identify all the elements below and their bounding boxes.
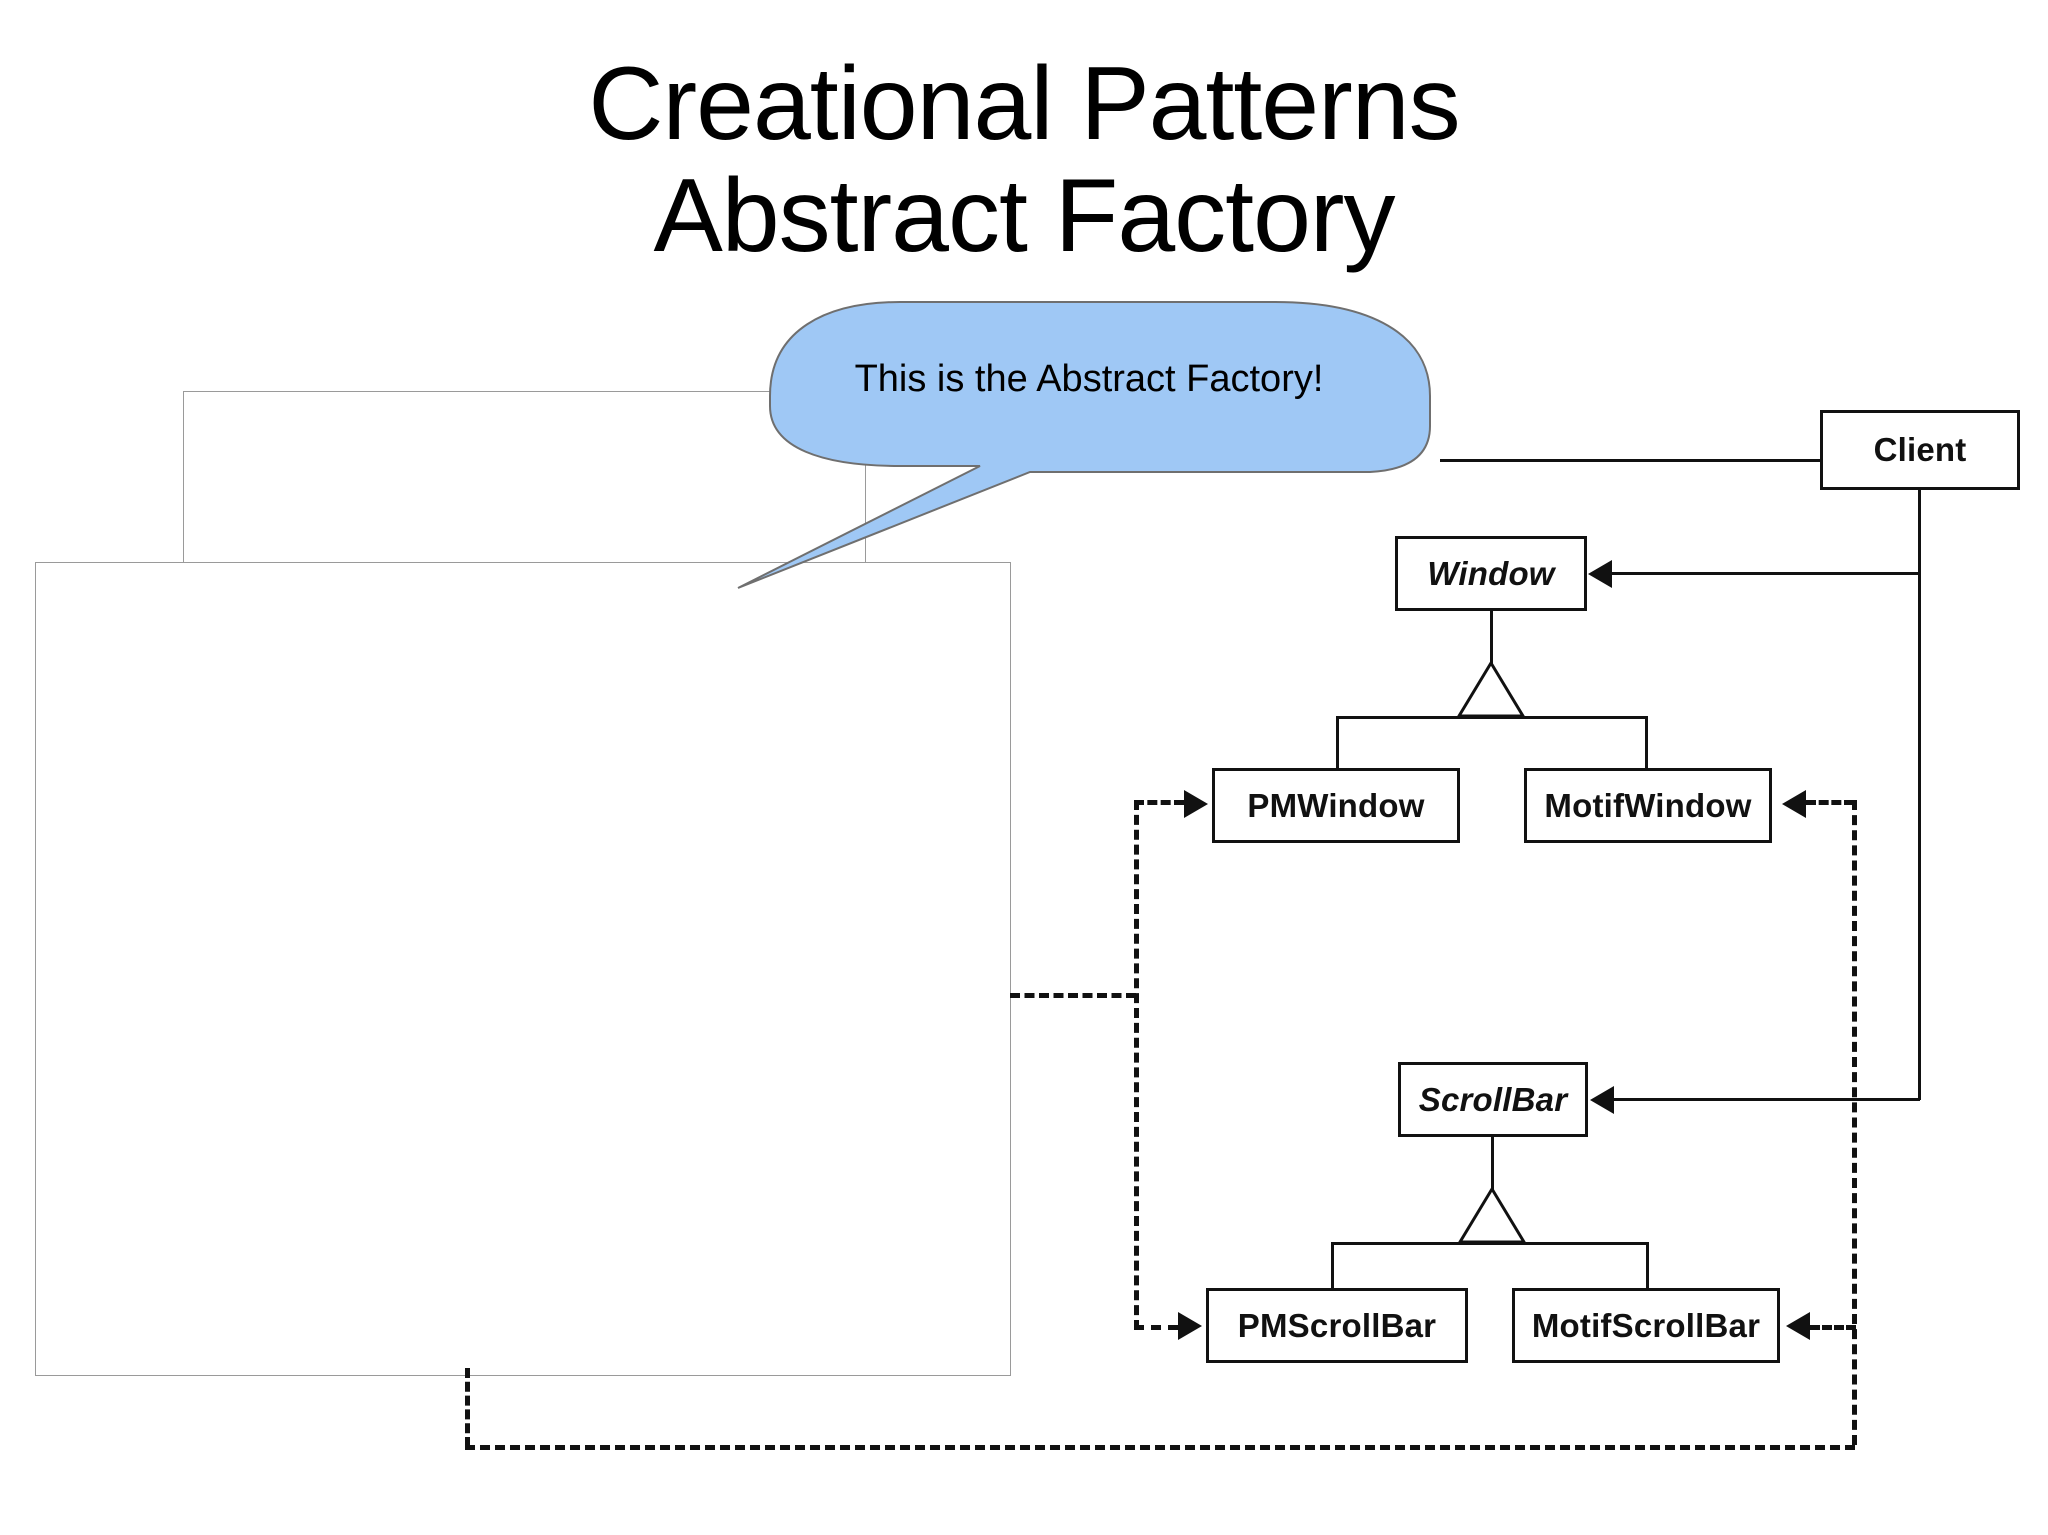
client-vertical-connector — [1918, 489, 1921, 1100]
client-scrollbar-association — [1614, 1098, 1920, 1101]
callout-bubble[interactable]: This is the Abstract Factory! — [730, 296, 1470, 626]
window-generalization-triangle — [1455, 660, 1527, 719]
pmwindow-dependency-arrowhead — [1184, 790, 1208, 818]
client-left-connector — [1440, 459, 1822, 462]
pm-factory-to-pmscrollbar-dashed — [1134, 1325, 1178, 1330]
scrollbar-generalization-triangle — [1456, 1186, 1528, 1245]
uml-class-label: Client — [1873, 431, 1967, 468]
title-line-1: Creational Patterns — [588, 46, 1460, 162]
scrollbar-association-arrowhead — [1590, 1086, 1614, 1114]
pmwindow-riser — [1336, 716, 1339, 771]
bottom-dashed-left-riser — [465, 1368, 470, 1447]
scrollbar-generalization-stem — [1491, 1137, 1494, 1193]
uml-class-window[interactable]: Window — [1395, 536, 1587, 611]
uml-class-pmscrollbar[interactable]: PMScrollBar — [1206, 1288, 1468, 1363]
pm-factory-dashed-vertical — [1134, 800, 1139, 1330]
bottom-dashed-return-path — [465, 1445, 1855, 1450]
content-placeholder-bottom[interactable] — [35, 562, 1011, 1376]
uml-class-label: PMScrollBar — [1237, 1306, 1437, 1344]
motifscrollbar-riser — [1646, 1242, 1649, 1290]
uml-class-label: MotifWindow — [1544, 786, 1752, 824]
callout-bubble-text: This is the Abstract Factory! — [854, 358, 1324, 400]
uml-class-client[interactable]: Client — [1820, 410, 2020, 490]
motif-factory-dashed-vertical — [1852, 800, 1857, 1445]
page-title: Creational Patterns Abstract Factory — [0, 48, 2048, 273]
uml-class-scrollbar[interactable]: ScrollBar — [1398, 1062, 1588, 1137]
uml-class-motifscrollbar[interactable]: MotifScrollBar — [1512, 1288, 1780, 1363]
pmscrollbar-dependency-arrowhead — [1178, 1312, 1202, 1340]
pm-factory-to-pmwindow-dashed — [1134, 800, 1184, 805]
uml-class-label: ScrollBar — [1418, 1080, 1568, 1118]
client-window-association — [1612, 572, 1920, 575]
uml-class-label: Window — [1427, 554, 1555, 592]
window-association-arrowhead — [1588, 560, 1612, 588]
window-generalization-stem — [1490, 611, 1493, 667]
motifscrollbar-dependency-arrowhead — [1786, 1312, 1810, 1340]
uml-class-label: MotifScrollBar — [1531, 1306, 1761, 1344]
motifwindow-riser — [1645, 716, 1648, 771]
uml-class-label: PMWindow — [1247, 786, 1425, 824]
motif-factory-to-motifscrollbar-dashed — [1810, 1325, 1856, 1330]
uml-class-motifwindow[interactable]: MotifWindow — [1524, 768, 1772, 843]
motif-factory-to-motifwindow-dashed — [1806, 800, 1854, 805]
pmscrollbar-riser — [1331, 1242, 1334, 1290]
placeholder-to-pm-trunk-dashed — [1010, 993, 1136, 998]
motifwindow-dependency-arrowhead — [1782, 790, 1806, 818]
title-line-2: Abstract Factory — [653, 158, 1395, 275]
uml-class-pmwindow[interactable]: PMWindow — [1212, 768, 1460, 843]
